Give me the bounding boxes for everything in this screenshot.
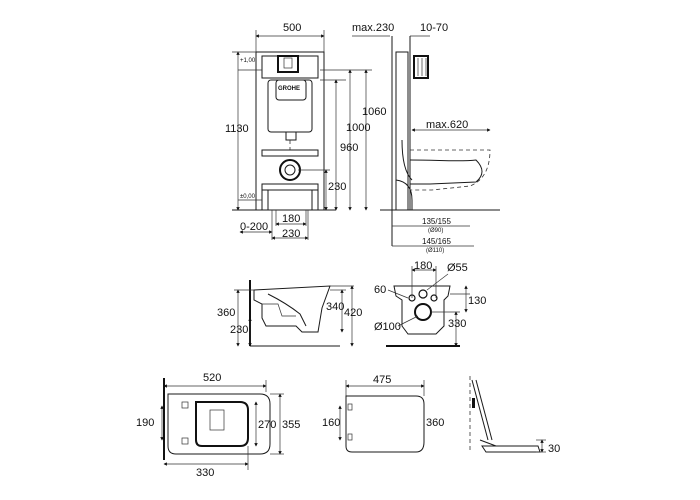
dim-rear-60: 60 bbox=[374, 284, 386, 296]
bowl-side-view: 360 230 340 420 bbox=[217, 280, 362, 347]
dim-rear-d100: Ø100 bbox=[374, 321, 401, 333]
dim-seat-475: 475 bbox=[373, 374, 391, 386]
frame-front-view: 500 GROHE 1130 +1,00 ±0,00 bbox=[225, 22, 386, 240]
dim-135-155: 135/155 bbox=[422, 217, 451, 226]
dim-145-165: 145/165 bbox=[422, 237, 451, 246]
dim-180-front: 180 bbox=[282, 213, 300, 225]
dim-rear-330: 330 bbox=[448, 318, 466, 330]
dim-d90: (Ø90) bbox=[428, 228, 443, 234]
dim-max-230: max.230 bbox=[352, 22, 394, 34]
dim-rear-d55: Ø55 bbox=[447, 262, 468, 274]
bowl-rear-view: 180 Ø55 60 130 Ø100 330 bbox=[374, 260, 486, 347]
dim-960: 960 bbox=[340, 142, 358, 154]
dim-230-front: 230 bbox=[328, 181, 346, 193]
dim-bowl-420: 420 bbox=[344, 307, 362, 319]
dim-1060: 1060 bbox=[362, 106, 386, 118]
dim-230-bottom: 230 bbox=[282, 228, 300, 240]
dim-bowl-230: 230 bbox=[230, 324, 248, 336]
bowl-top-view: 520 190 270 355 330 bbox=[136, 372, 300, 479]
seat-top-view: 475 160 360 bbox=[322, 374, 444, 453]
dim-10-70: 10-70 bbox=[420, 22, 448, 34]
dim-bowl-340: 340 bbox=[326, 301, 344, 313]
dim-0-200: 0-200 bbox=[240, 221, 268, 233]
dim-top-270: 270 bbox=[258, 419, 276, 431]
frame-side-view: max.230 10-70 max.620 135/155 (Ø90) 145/… bbox=[352, 22, 500, 254]
dim-top-330: 330 bbox=[196, 467, 214, 479]
dim-500: 500 bbox=[283, 22, 301, 34]
dim-1130: 1130 bbox=[225, 123, 249, 135]
mark-top: +1,00 bbox=[240, 58, 256, 64]
dim-d110: (Ø110) bbox=[426, 248, 444, 254]
dim-1000: 1000 bbox=[346, 122, 370, 134]
dim-rear-180: 180 bbox=[414, 260, 432, 272]
dim-top-190: 190 bbox=[136, 417, 154, 429]
brand-logo: GROHE bbox=[278, 86, 300, 92]
mark-floor: ±0,00 bbox=[240, 194, 256, 200]
dim-max-620: max.620 bbox=[426, 119, 468, 131]
dim-rear-130: 130 bbox=[468, 295, 486, 307]
dim-top-355: 355 bbox=[282, 419, 300, 431]
dim-top-520: 520 bbox=[203, 372, 221, 384]
dim-seat-30: 30 bbox=[548, 443, 560, 455]
dim-bowl-360: 360 bbox=[217, 307, 235, 319]
seat-side-view: 30 bbox=[469, 376, 560, 455]
dim-seat-360: 360 bbox=[426, 417, 444, 429]
dim-seat-160: 160 bbox=[322, 417, 340, 429]
